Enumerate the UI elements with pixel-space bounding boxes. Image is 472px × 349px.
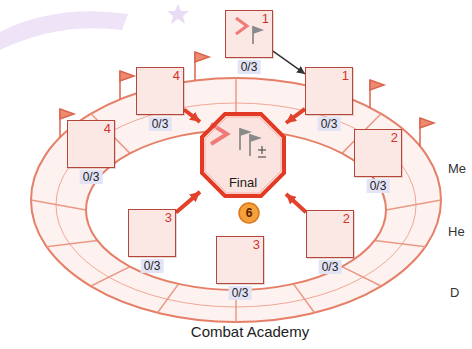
path-arrow [286, 109, 305, 123]
box-fills [67, 10, 402, 284]
level-number: 4 [104, 122, 111, 136]
progress-counter: 0/3 [319, 260, 342, 274]
level-number: 2 [343, 212, 350, 226]
level-number: 3 [253, 238, 260, 252]
path-arrow [273, 51, 305, 74]
star-decoration [167, 4, 189, 24]
arena-pillars [31, 78, 441, 322]
path-arrow [184, 110, 200, 122]
stage-label: Final [229, 175, 257, 190]
banner-ribbon [0, 11, 128, 50]
level-icons [211, 18, 266, 157]
side-menu-text: D [450, 285, 459, 300]
octagon-fill [200, 112, 286, 198]
level-number: 4 [173, 69, 180, 83]
path-arrow [286, 194, 306, 212]
path-arrow [176, 192, 200, 213]
level-title: Combat Academy [189, 323, 311, 340]
level-box: 20/3 [306, 210, 354, 258]
level-box: 10/3 [305, 67, 353, 115]
stars-circle: 6 [238, 202, 260, 224]
progress-counter: 0/3 [367, 179, 390, 193]
level-box: 30/3 [128, 209, 176, 257]
arena-stands [56, 103, 416, 307]
side-menu-text: Me [448, 161, 466, 176]
level-box: 20/3 [354, 129, 402, 177]
level-number: 1 [262, 12, 269, 26]
progress-counter: 0/3 [149, 117, 172, 131]
side-menu-text: He [448, 224, 465, 239]
level-box: 40/3 [67, 120, 115, 168]
level-number: 2 [391, 131, 398, 145]
level-box: 30/3 [216, 236, 264, 284]
level-number: 3 [165, 211, 172, 225]
arena-outer-wall [31, 78, 441, 322]
level-box: 40/3 [136, 67, 184, 115]
progress-counter: 0/3 [318, 117, 341, 131]
progress-counter: 0/3 [229, 286, 252, 300]
level-number: 1 [342, 69, 349, 83]
star-count: 6 [246, 206, 253, 220]
progress-counter: 0/3 [80, 170, 103, 184]
final-octagon: Final [200, 112, 286, 198]
level-box: 10/3 [225, 10, 273, 58]
progress-counter: 0/3 [238, 60, 261, 74]
progress-counter: 0/3 [141, 259, 164, 273]
